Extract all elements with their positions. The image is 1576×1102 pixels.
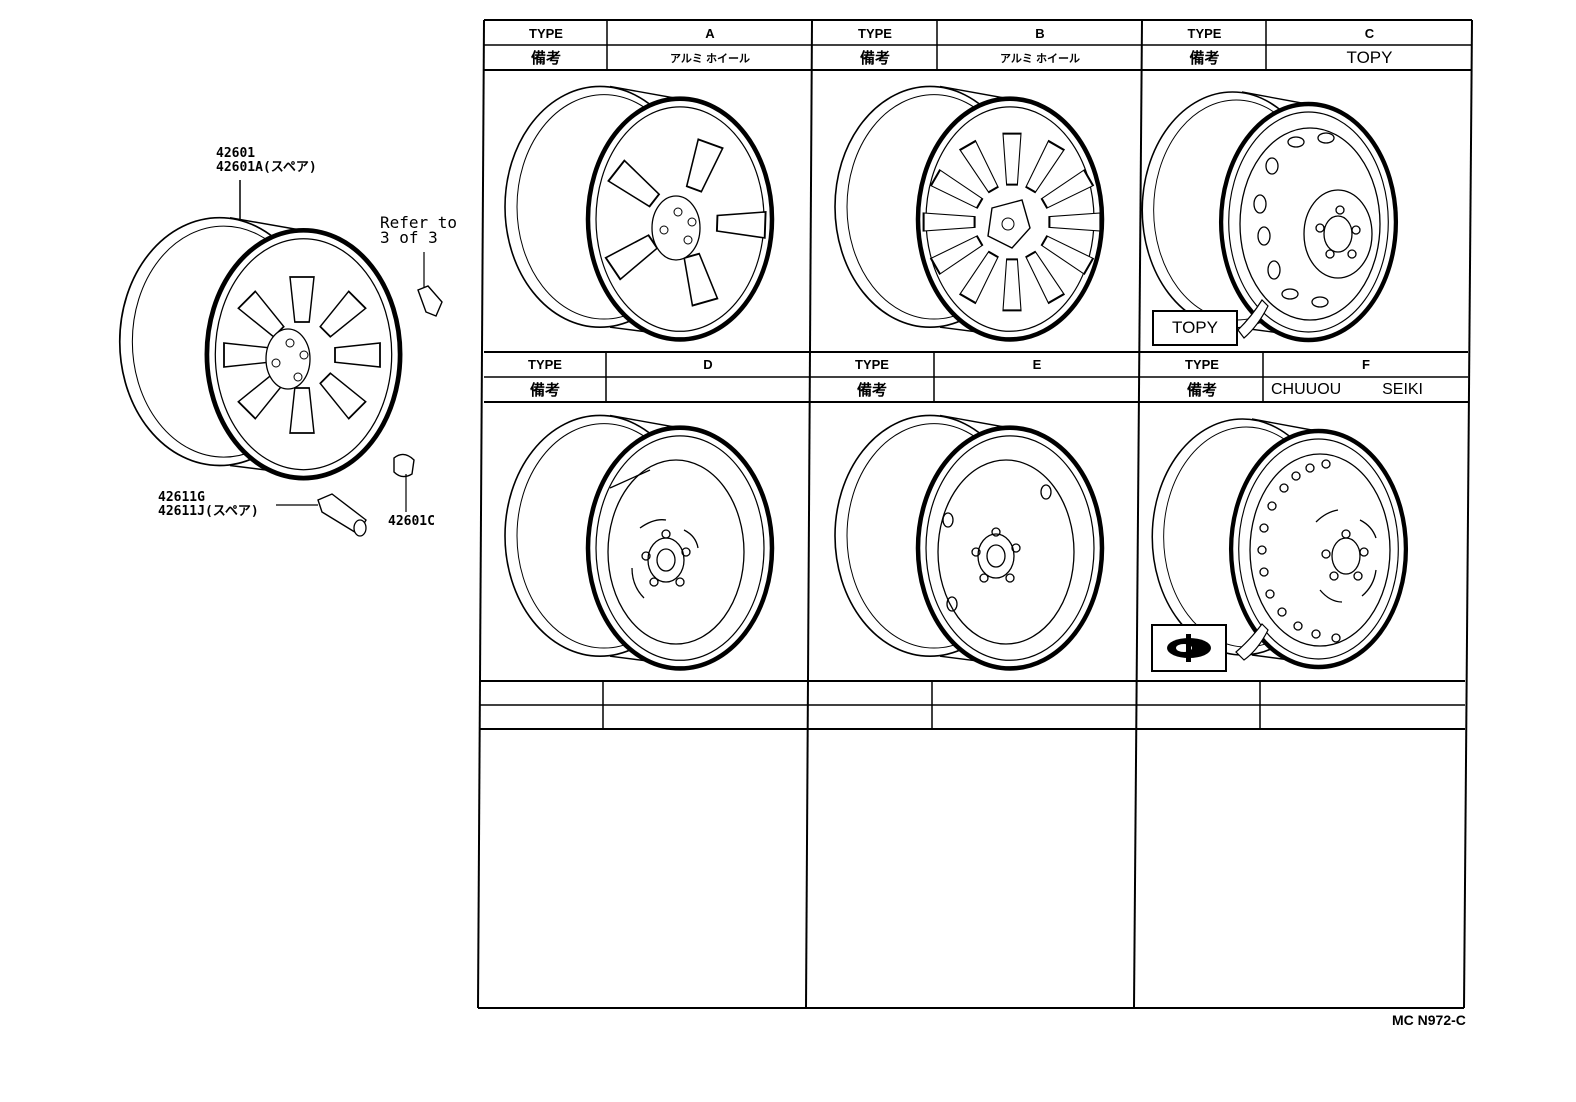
chuuou-seiki-logo	[1151, 624, 1227, 672]
diagram-code: MC N972-C	[1392, 1012, 1466, 1028]
type-header-d: TYPE	[528, 357, 562, 372]
type-header-b: TYPE	[858, 25, 892, 41]
remark-value-a: アルミ ホイール	[670, 52, 750, 65]
type-header-e: TYPE	[855, 357, 889, 372]
type-value-b: B	[1035, 25, 1045, 41]
part-number-wheel: 42601	[216, 146, 256, 161]
remarks-label-a: 備考	[530, 50, 561, 67]
main-wheel-drawing	[120, 180, 400, 478]
valve-cap-drawing	[417, 252, 443, 317]
part-number-valve: 42611G	[158, 490, 205, 505]
part-number-valve-spare: 42611J(スペア)	[158, 504, 259, 519]
type-value-d: D	[703, 357, 713, 372]
remark-value-f-right: SEIKI	[1382, 380, 1423, 398]
type-header-c: TYPE	[1187, 25, 1222, 41]
type-header-f: TYPE	[1185, 357, 1219, 372]
wheel-type-c-drawing	[1142, 92, 1396, 340]
type-header-a: TYPE	[529, 25, 563, 41]
part-number-cap: 42601C	[388, 514, 435, 529]
part-number-wheel-spare: 42601A(スペア)	[216, 160, 317, 175]
remarks-label-d: 備考	[529, 382, 560, 399]
wheel-type-f-drawing	[1152, 419, 1406, 667]
type-value-c: C	[1364, 25, 1375, 41]
type-value-e: E	[1032, 357, 1042, 372]
remarks-label-c: 備考	[1189, 50, 1220, 67]
type-value-a: A	[705, 25, 715, 41]
remark-value-d	[608, 378, 808, 401]
wheel-type-b-drawing	[835, 86, 1102, 339]
wheel-type-d-drawing	[505, 415, 772, 668]
hub-cap-drawing	[393, 453, 415, 512]
type-value-f: F	[1362, 357, 1370, 372]
type-table-grid	[477, 19, 1473, 1009]
remark-value-c: TOPY	[1346, 47, 1393, 67]
topy-stamp-label: TOPY	[1152, 310, 1238, 346]
remarks-label-e: 備考	[856, 382, 887, 399]
refer-note-line1: Refer to	[380, 213, 458, 232]
remark-value-f: CHUUOU SEIKI	[1265, 378, 1467, 401]
remark-value-e	[936, 378, 1138, 401]
refer-note-line2: 3 of 3	[380, 228, 438, 247]
remarks-label-f: 備考	[1186, 382, 1217, 399]
wheel-type-a-drawing	[505, 86, 772, 339]
remarks-label-b: 備考	[859, 50, 890, 67]
remark-value-f-left: CHUUOU	[1271, 380, 1342, 398]
remark-value-b: アルミ ホイール	[1000, 52, 1080, 65]
wheel-type-e-drawing	[835, 415, 1102, 668]
valve-stem-drawing	[276, 493, 367, 537]
